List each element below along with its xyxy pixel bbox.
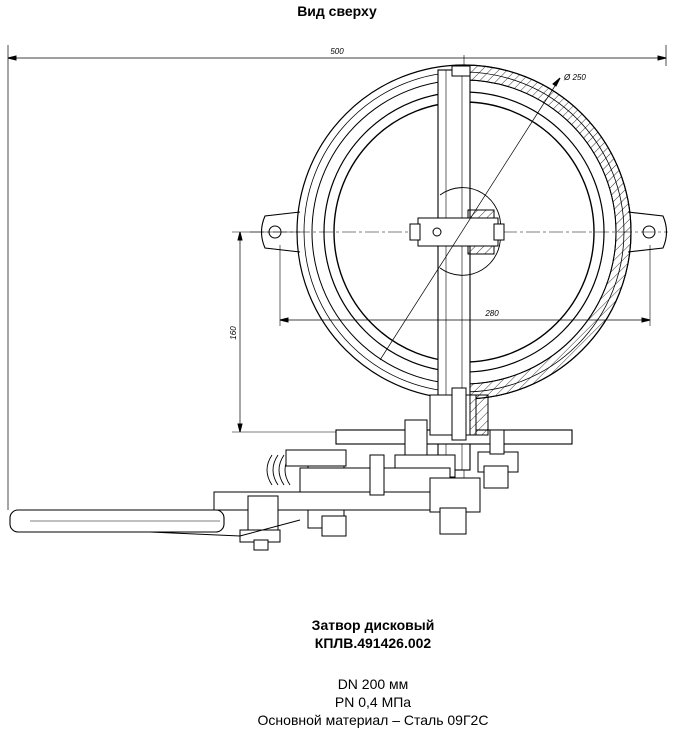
spec-material: Основной материал – Сталь 09Г2С: [257, 712, 489, 728]
spec-dn: DN 200 мм: [337, 676, 409, 692]
lug-right: [627, 211, 668, 253]
dimension-height: [232, 231, 340, 433]
view-title: Вид сверху: [297, 3, 377, 19]
disc-hub: [409, 187, 505, 276]
technical-drawing: 500 Ø 250 280 160: [7, 45, 668, 551]
dimension-diameter-leader: [379, 77, 561, 361]
dimension-overall-width: [7, 45, 667, 510]
handle-lever: [9, 509, 301, 537]
dimension-bolt-span-label: 280: [484, 309, 499, 318]
spec-pn: PN 0,4 МПа: [334, 694, 412, 710]
caption-title: Затвор дисковый: [311, 617, 435, 633]
dimension-bolt-span: [279, 245, 651, 326]
lever-mechanism: [213, 419, 519, 551]
caption-code: КПЛВ.491426.002: [314, 635, 432, 651]
dimension-height-label: 160: [229, 326, 238, 340]
dimension-overall-width-label: 500: [330, 47, 344, 56]
dimension-diameter-label: Ø 250: [563, 73, 586, 82]
